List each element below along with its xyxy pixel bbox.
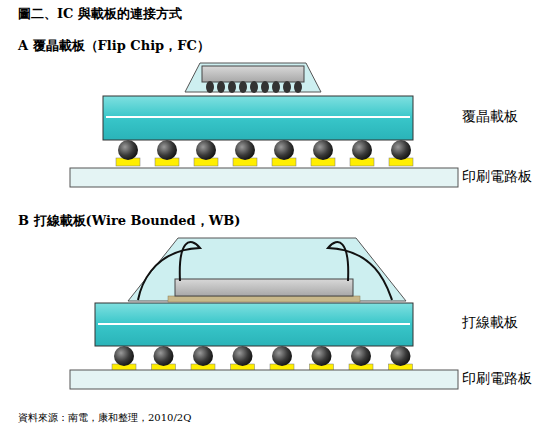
bond-wire xyxy=(138,242,200,300)
bump xyxy=(261,81,269,93)
solder-ball xyxy=(352,140,372,160)
solder-ball xyxy=(272,346,292,366)
solder-ball xyxy=(154,346,174,366)
part-name: 印刷電路板 xyxy=(462,370,532,387)
solder-ball xyxy=(114,346,134,366)
solder-ball xyxy=(233,346,253,366)
part-name: 印刷電路板 xyxy=(462,168,532,185)
underfill xyxy=(185,63,321,92)
solder-ball xyxy=(196,140,216,160)
bump xyxy=(206,81,214,93)
die-attach xyxy=(168,296,360,302)
solder-ball xyxy=(313,140,333,160)
inner-layer xyxy=(98,323,410,325)
solder-ball xyxy=(391,346,411,366)
bond-wire xyxy=(328,242,392,300)
solder-ball xyxy=(193,346,213,366)
source-caption: 資料來源：南電，康和整理，2010/2Q xyxy=(18,412,191,424)
inner-layer xyxy=(106,116,410,118)
solder-ball xyxy=(351,346,371,366)
bump xyxy=(239,81,247,93)
part-name: 覆晶載板 xyxy=(462,108,518,125)
figure-title: 圖二、IC 與載板的連接方式 xyxy=(18,6,182,22)
part-name: 打線載板 xyxy=(462,314,518,331)
section-heading: A 覆晶載板（Flip Chip，FC） xyxy=(18,38,210,54)
substrate xyxy=(103,96,413,140)
bump xyxy=(294,81,302,93)
die xyxy=(202,66,304,82)
section-heading: B 打線載板(Wire Bounded，WB) xyxy=(18,213,240,229)
bump xyxy=(272,81,280,93)
bump xyxy=(217,81,225,93)
bump xyxy=(283,81,291,93)
flip-chip-bumps xyxy=(206,81,302,93)
solder-ball xyxy=(235,140,255,160)
pcb xyxy=(70,370,458,389)
solder-balls xyxy=(116,140,413,166)
solder-balls xyxy=(112,346,413,372)
mold-compound xyxy=(128,238,406,301)
solder-ball xyxy=(312,346,332,366)
pcb xyxy=(70,168,458,187)
bump xyxy=(250,81,258,93)
solder-ball xyxy=(274,140,294,160)
substrate xyxy=(95,303,413,346)
solder-ball xyxy=(391,140,411,160)
solder-ball xyxy=(118,140,138,160)
die xyxy=(175,279,353,296)
bump xyxy=(228,81,236,93)
solder-ball xyxy=(157,140,177,160)
